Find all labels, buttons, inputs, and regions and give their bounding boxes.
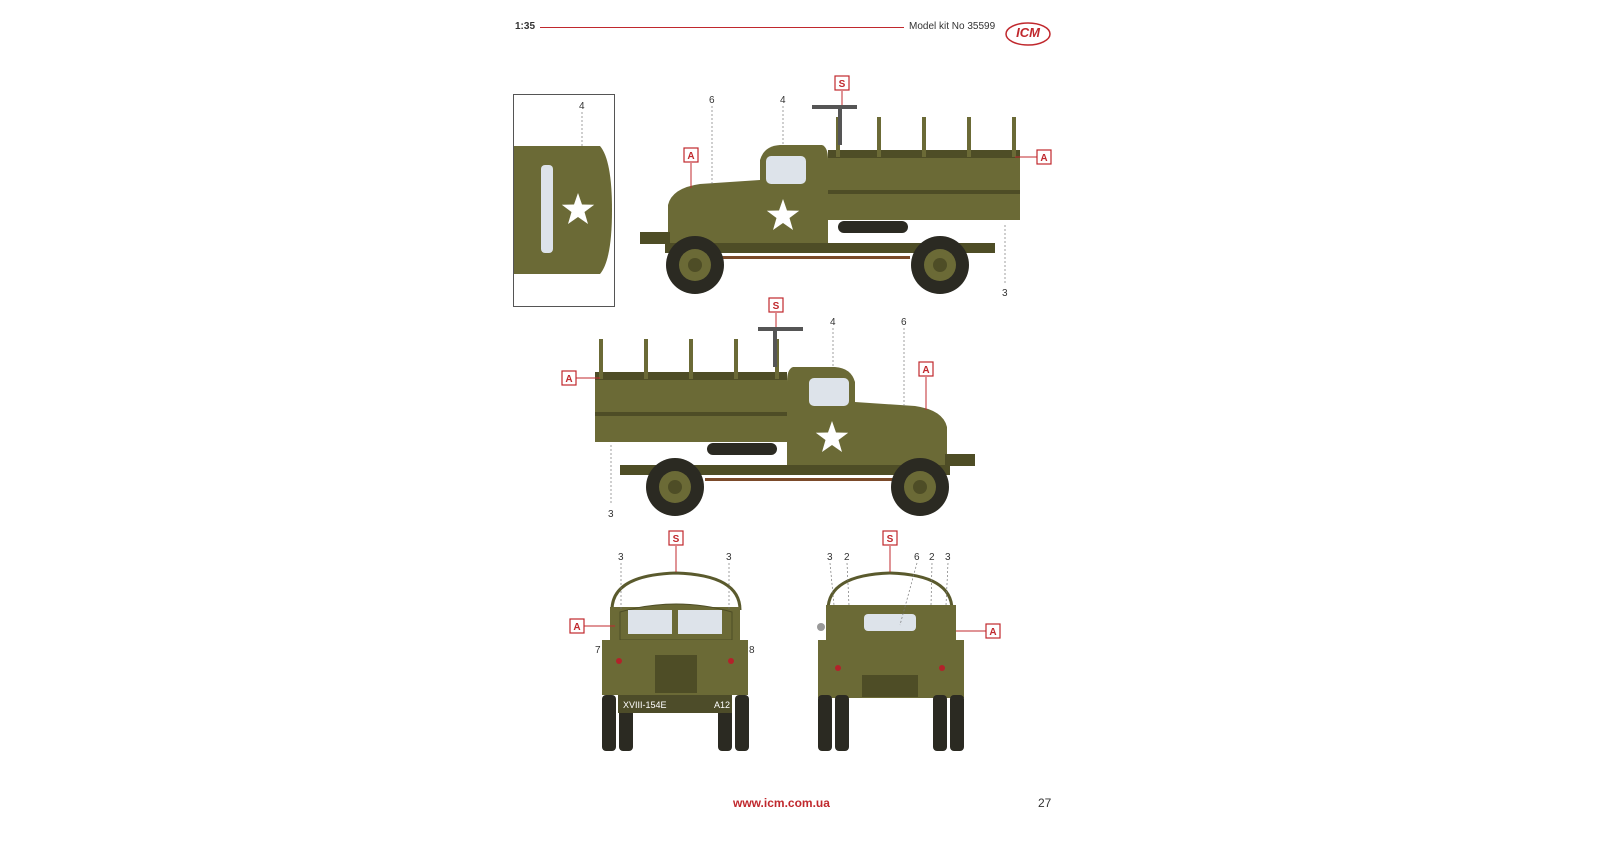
svg-text:S: S <box>839 79 846 90</box>
callout-3: 3 <box>1002 288 1008 299</box>
svg-text:A: A <box>1040 153 1047 164</box>
svg-text:S: S <box>887 534 894 545</box>
callout-4: 4 <box>830 317 836 328</box>
svg-text:A: A <box>922 365 929 376</box>
svg-text:S: S <box>673 534 680 545</box>
callout-tag-s: S <box>768 297 784 313</box>
callout-tag-s: S <box>882 530 898 546</box>
callout-7: 7 <box>595 645 601 656</box>
icm-logo: ICM <box>1005 22 1051 46</box>
inset-top-view: 4 <box>513 94 615 307</box>
svg-text:ICM: ICM <box>1016 25 1041 40</box>
callout-tag-a: A <box>561 370 577 386</box>
callout-tag-a: A <box>918 361 934 377</box>
callout-3: 3 <box>618 552 624 563</box>
callout-tag-s: S <box>834 75 850 91</box>
callout-tag-a: A <box>683 147 699 163</box>
side-view-left-facing: 6 4 3 S A A <box>640 75 1052 299</box>
callout-tag-a: A <box>569 618 585 634</box>
svg-text:A: A <box>687 151 694 162</box>
website-link[interactable]: www.icm.com.ua <box>733 796 830 810</box>
rear-view: 3 2 6 2 3 S A <box>817 530 1001 751</box>
callout-6: 6 <box>901 317 907 328</box>
callout-tag-a: A <box>1036 149 1052 165</box>
callout-4: 4 <box>579 101 585 112</box>
header-rule <box>540 27 904 28</box>
plate-right: A12 <box>714 700 730 710</box>
front-view: XVIII-154E A12 3 3 7 8 S A <box>569 530 755 751</box>
callout-tag-a: A <box>985 623 1001 639</box>
page-number: 27 <box>1038 796 1052 810</box>
scale-label: 1:35 <box>515 21 536 32</box>
callout-2: 2 <box>844 552 850 563</box>
callout-2: 2 <box>929 552 935 563</box>
kit-number: Model kit No 35599 <box>909 21 996 32</box>
callout-3: 3 <box>726 552 732 563</box>
side-view-right-facing: 4 6 3 S A A <box>561 297 975 520</box>
callout-tag-s: S <box>668 530 684 546</box>
svg-text:A: A <box>989 627 996 638</box>
svg-text:A: A <box>573 622 580 633</box>
svg-text:S: S <box>773 301 780 312</box>
callout-6: 6 <box>709 95 715 106</box>
callout-4: 4 <box>780 95 786 106</box>
plate-left: XVIII-154E <box>623 700 667 710</box>
callout-8: 8 <box>749 645 755 656</box>
callout-6: 6 <box>914 552 920 563</box>
callout-3: 3 <box>945 552 951 563</box>
svg-text:A: A <box>565 374 572 385</box>
callout-3: 3 <box>608 509 614 520</box>
callout-3: 3 <box>827 552 833 563</box>
